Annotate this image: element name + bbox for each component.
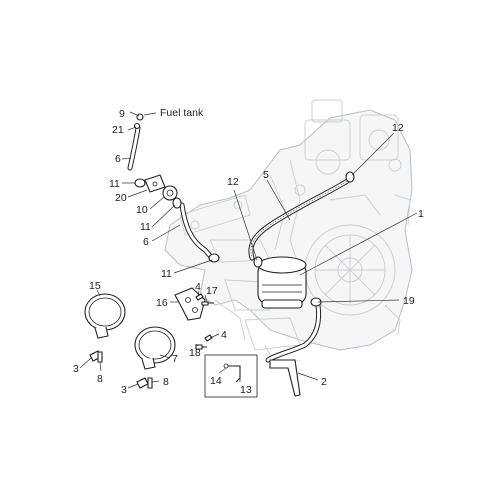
leader-lines — [79, 111, 418, 389]
callout-3b: 3 — [121, 384, 127, 396]
callout-1: 1 — [418, 208, 424, 220]
fuel-filter — [257, 256, 307, 309]
callout-12a: 12 — [392, 122, 404, 134]
detail-inset-box — [204, 354, 258, 398]
callout-5: 5 — [263, 169, 269, 181]
engine-outline — [164, 99, 413, 363]
callout-12b: 12 — [227, 176, 239, 188]
union-10 — [162, 185, 178, 201]
callout-4b: 4 — [221, 329, 227, 341]
callout-labels: Fuel tank 9 21 6 11 20 10 11 6 11 12 5 1… — [73, 107, 424, 396]
screw-4b — [204, 334, 213, 342]
fuel-hose-lower — [179, 202, 215, 261]
callout-2: 2 — [321, 376, 327, 388]
return-hose — [265, 302, 322, 363]
callout-20: 20 — [115, 192, 127, 204]
callout-18: 18 — [189, 347, 201, 359]
callout-11a: 11 — [109, 178, 120, 190]
screw-8b — [147, 377, 153, 389]
callout-16: 16 — [156, 297, 168, 309]
callout-8a: 8 — [97, 373, 103, 385]
screw-17 — [201, 301, 214, 306]
callout-4a: 4 — [195, 281, 201, 293]
callout-11b: 11 — [140, 221, 151, 233]
callout-14: 14 — [210, 375, 222, 387]
hose-clamp-9 — [136, 113, 144, 121]
callout-10: 10 — [136, 204, 148, 216]
callout-21: 21 — [112, 124, 124, 136]
hose-clamp-11a — [134, 178, 146, 188]
callout-19: 19 — [403, 295, 415, 307]
callout-6b: 6 — [143, 236, 149, 248]
hose-clamp-21 — [133, 122, 141, 130]
callout-17: 17 — [206, 285, 218, 297]
callout-13: 13 — [240, 384, 252, 396]
hose-clamp-12b — [345, 171, 355, 183]
clamp-15 — [84, 293, 126, 339]
callout-7: 7 — [172, 353, 178, 365]
drain-pipe — [269, 359, 301, 397]
callout-9: 9 — [119, 108, 125, 120]
clip-3b — [136, 377, 149, 389]
screw-18 — [195, 344, 207, 350]
bracket-20 — [144, 174, 166, 193]
callout-3a: 3 — [73, 363, 79, 375]
callout-11c: 11 — [161, 268, 172, 280]
fuel-hose-upper — [127, 125, 141, 171]
fuel-tank-label: Fuel tank — [160, 107, 204, 119]
fuel-hose-braided — [248, 175, 355, 261]
callout-8b: 8 — [163, 376, 169, 388]
clamp-7 — [134, 326, 176, 370]
screw-8a — [97, 351, 103, 363]
callout-15: 15 — [89, 280, 101, 292]
hose-clamp-12a — [253, 256, 263, 268]
screw-4a — [195, 293, 204, 301]
hose-clamp-11b — [172, 197, 182, 209]
callout-6a: 6 — [115, 153, 121, 165]
